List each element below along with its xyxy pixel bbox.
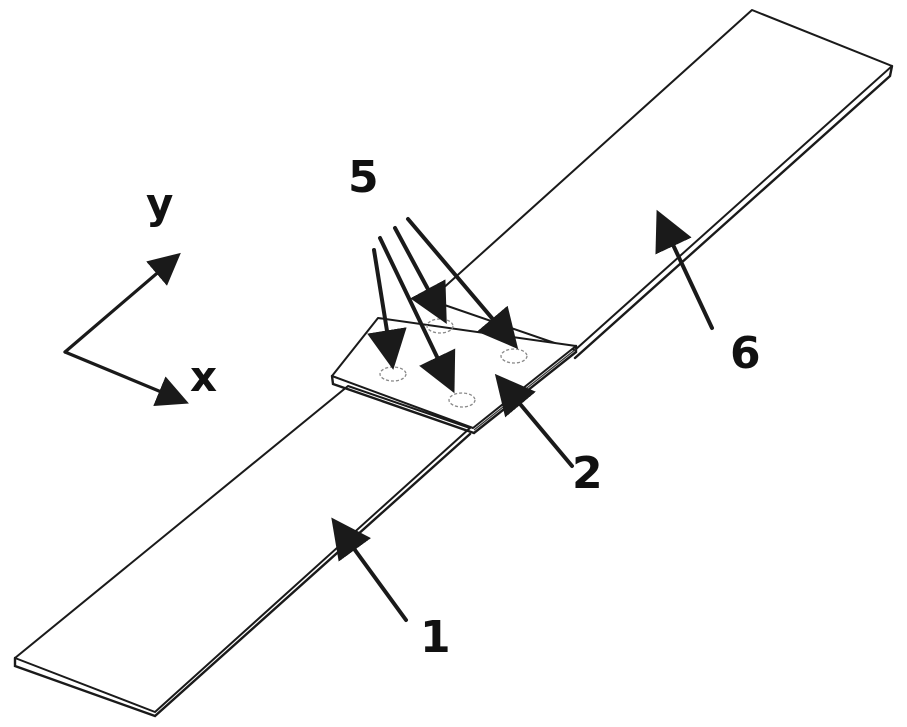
arrow-overlap-plate [494,373,574,468]
lower-sheet-label: 1 [420,612,451,663]
axis-x-label: x [190,352,217,401]
spot-weld [448,392,476,408]
overlap-plate-label: 2 [572,448,603,499]
spot-weld-label: 5 [348,152,379,203]
leader-arrows [331,209,714,622]
axis-y-label: y [146,179,173,228]
upper-sheet-label: 6 [730,328,761,379]
arrow-spot-weld [393,226,447,325]
arrow-spot-weld [367,248,407,370]
y-axis-arrow [63,252,181,354]
arrow-lower-sheet [331,517,408,622]
arrow-upper-sheet [655,209,714,330]
lower-sheet [13,385,472,718]
coordinate-axes [63,252,189,406]
upper-sheet [429,9,894,360]
arrow-spot-weld [406,217,519,350]
x-axis-arrow [63,350,189,406]
